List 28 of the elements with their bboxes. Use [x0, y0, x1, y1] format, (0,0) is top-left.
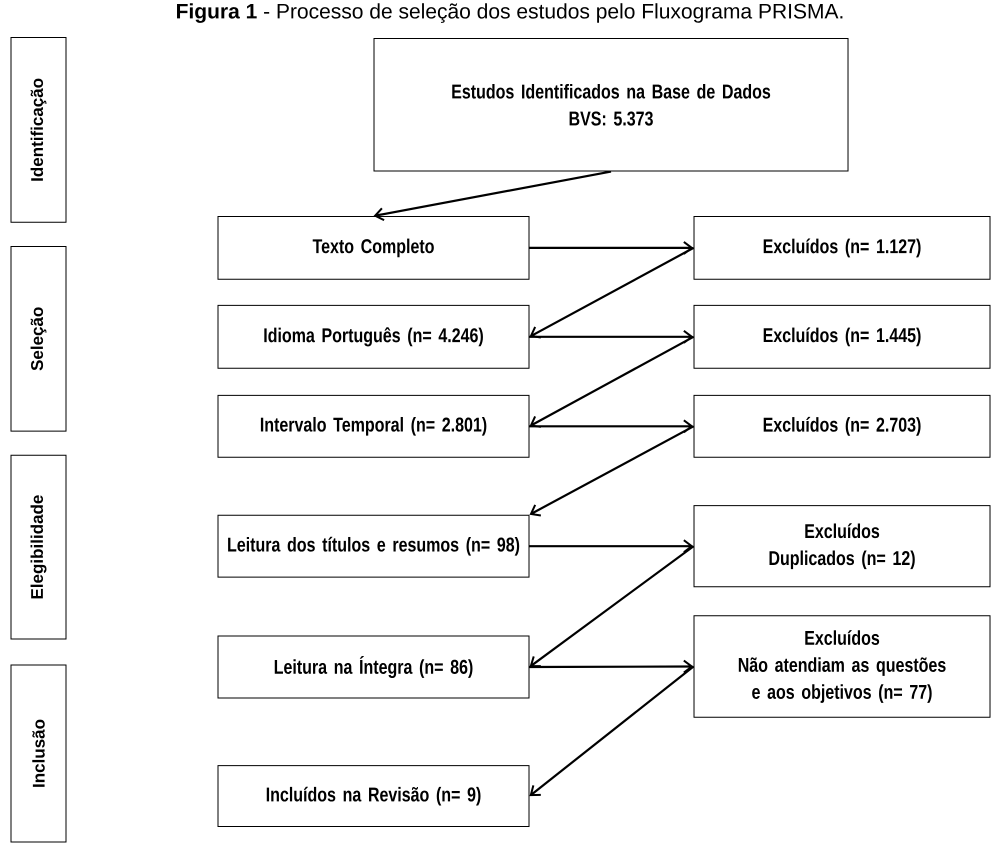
process-box: Leitura na Íntegra (n= 86): [218, 636, 530, 698]
process-box: Excluídos (n= 2.703): [694, 394, 991, 458]
arrow: [530, 336, 694, 428]
phase-box: Elegibilidade: [10, 454, 66, 640]
process-box: Texto Completo: [218, 216, 530, 280]
arrow: [530, 660, 694, 674]
arrow: [530, 246, 694, 338]
process-box: Leitura dos títulos e resumos (n= 98): [218, 514, 530, 578]
arrow: [530, 241, 694, 255]
arrow: [530, 545, 694, 668]
process-box: Idioma Português (n= 4.246): [218, 304, 530, 369]
title-text: Figura 1 - Processo de seleção dos estudos pelo Fluxograma PRISMA.: [177, 3, 842, 23]
arrow: [530, 666, 694, 796]
process-box: Excluídos Não atendiam as questões e aos objetivos (n= 77): [694, 615, 991, 718]
phase-box: Seleção: [10, 246, 66, 432]
arrow: [530, 425, 694, 516]
arrow: [374, 170, 612, 222]
process-box: Excluídos (n= 1.445): [694, 304, 991, 369]
arrow: [530, 330, 694, 344]
process-box: Intervalo Temporal (n= 2.801): [218, 394, 530, 458]
process-box: Estudos Identificados na Base de Dados BVS: 5.373: [374, 38, 849, 172]
process-box: Excluídos (n= 1.127): [694, 216, 991, 280]
process-box: Excluídos Duplicados (n= 12): [694, 505, 991, 588]
arrow: [530, 539, 694, 553]
phase-box: Identificação: [10, 37, 66, 223]
arrow: [530, 420, 694, 434]
phase-box: Inclusão: [10, 664, 66, 842]
process-box: Incluídos na Revisão (n= 9): [218, 765, 530, 828]
